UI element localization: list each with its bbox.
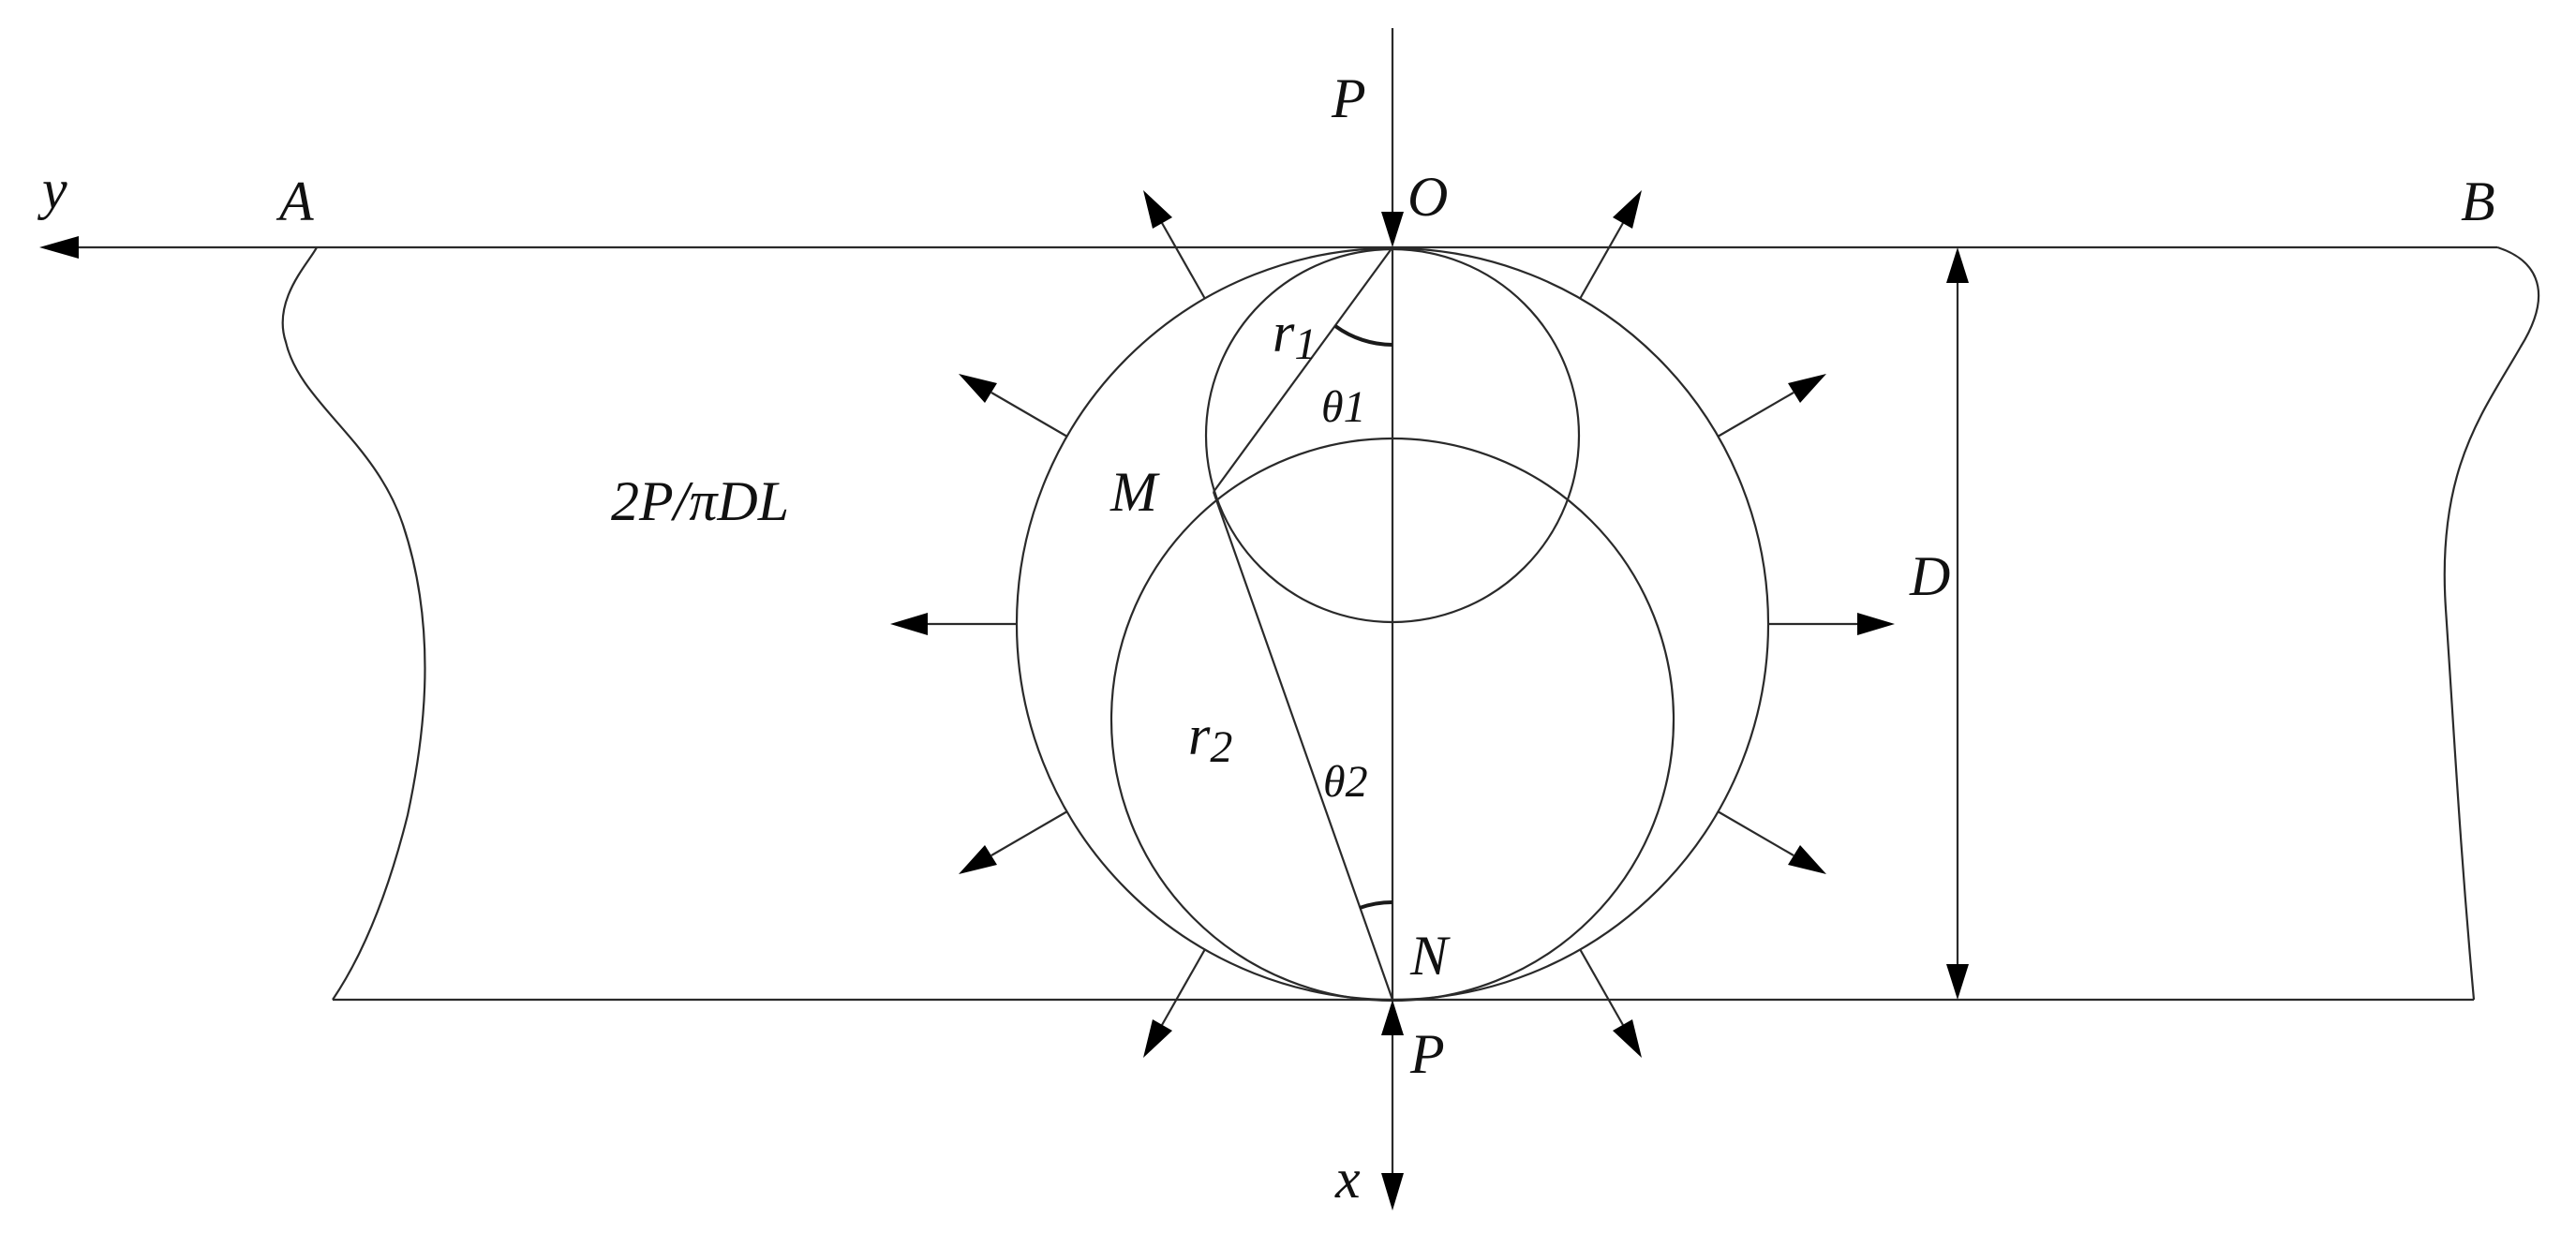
theta2-arc <box>1359 899 1393 910</box>
point-m-label: M <box>1109 461 1160 523</box>
radial-arrowhead-left <box>890 613 928 635</box>
theta1-arc <box>1333 324 1393 347</box>
top-load-arrowhead <box>1381 212 1404 247</box>
radial-arrowhead-mid-upper-left <box>959 374 997 403</box>
labels: y A B O P P x M N D 2P/πDL r1 r2 θ1 θ2 <box>37 67 2495 1210</box>
bottom-load-arrowhead <box>1381 1000 1404 1035</box>
r2-label: r2 <box>1188 705 1232 772</box>
radial-arrowhead-mid-lower-right <box>1788 845 1826 874</box>
radial-arrowhead-upper-left <box>1143 190 1172 229</box>
chords <box>1212 246 1394 1001</box>
radial-arrow-upper-right <box>1579 222 1624 300</box>
x-axis-arrowhead <box>1381 1173 1404 1211</box>
point-n-label: N <box>1409 925 1451 987</box>
r1-label-base: r <box>1273 302 1295 364</box>
chord-om-r1 <box>1213 246 1393 493</box>
r1-label-subscript: 1 <box>1294 319 1317 369</box>
x-axis-label: x <box>1334 1148 1361 1210</box>
diameter-dimension <box>1946 247 1969 1000</box>
radial-arrow-mid-lower-right <box>1717 810 1794 856</box>
radial-arrowhead-lower-left <box>1143 1019 1172 1058</box>
chord-mn-r2 <box>1212 491 1394 1001</box>
theta2-label: θ2 <box>1323 757 1368 807</box>
radial-arrow-upper-left <box>1161 222 1206 300</box>
right-wavy-boundary <box>2443 245 2540 1001</box>
angle-arcs <box>1333 324 1393 910</box>
left-wavy-boundary <box>281 246 426 1001</box>
radial-tension-arrows <box>890 190 1895 1058</box>
y-axis-label: y <box>37 158 67 220</box>
radial-arrow-mid-upper-left <box>990 392 1068 438</box>
r2-label-base: r <box>1188 705 1211 766</box>
diameter-top-arrowhead <box>1946 247 1969 283</box>
radial-arrow-lower-right <box>1579 948 1624 1026</box>
bottom-load-label: P <box>1409 1023 1445 1085</box>
point-a-label: A <box>275 171 314 232</box>
r2-label-subscript: 2 <box>1210 722 1232 772</box>
load-axis <box>1381 28 1404 1211</box>
radial-arrowhead-right <box>1857 613 1895 635</box>
radial-arrowhead-upper-right <box>1613 190 1642 229</box>
radial-arrowhead-mid-lower-left <box>959 845 997 874</box>
stress-label: 2P/πDL <box>611 470 789 532</box>
y-axis-arrowhead <box>39 236 79 259</box>
radial-arrow-lower-left <box>1161 948 1206 1026</box>
top-load-label: P <box>1331 67 1366 129</box>
radial-arrow-mid-upper-right <box>1717 392 1794 438</box>
theta1-label: θ1 <box>1321 382 1366 432</box>
radial-arrow-mid-lower-left <box>990 810 1068 856</box>
r1-label: r1 <box>1273 302 1317 369</box>
diameter-bottom-arrowhead <box>1946 964 1969 1000</box>
point-b-label: B <box>2461 171 2495 232</box>
radial-arrowhead-lower-right <box>1613 1019 1642 1058</box>
diameter-label: D <box>1909 545 1950 607</box>
origin-label: O <box>1407 166 1448 228</box>
radial-arrowhead-mid-upper-right <box>1788 374 1826 403</box>
